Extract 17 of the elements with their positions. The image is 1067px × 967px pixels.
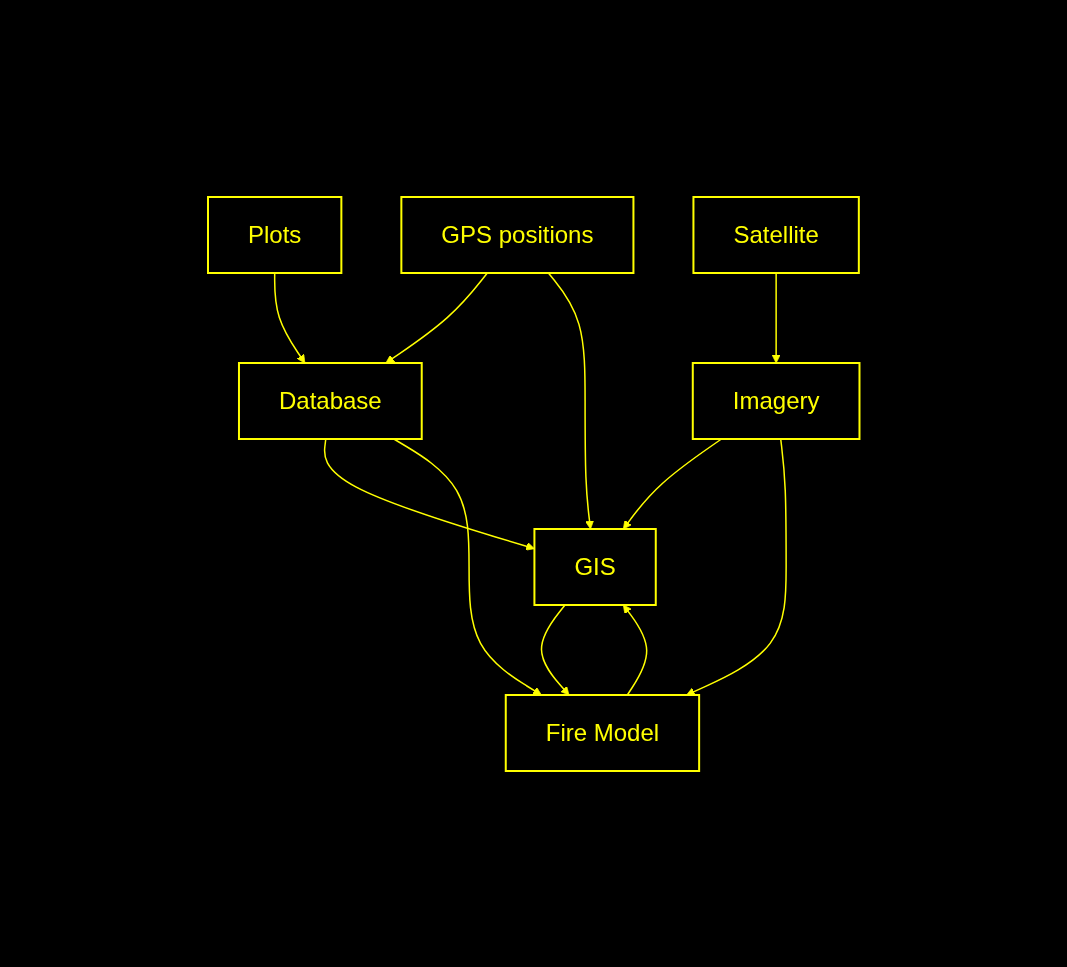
node-box: Imagery	[691, 361, 861, 440]
arrow	[685, 437, 787, 696]
node-box: Database	[237, 361, 423, 440]
arrow	[273, 271, 305, 363]
arrow	[622, 437, 722, 529]
arrow	[547, 271, 594, 529]
node-box: GPS positions	[400, 195, 635, 274]
arrow	[385, 271, 488, 363]
arrow	[771, 271, 781, 363]
arrow	[392, 437, 542, 695]
arrow	[622, 604, 648, 696]
arrow	[323, 437, 535, 551]
node-box: Fire Model	[504, 693, 700, 772]
node-box: GIS	[533, 527, 657, 606]
node-box: Satellite	[692, 195, 860, 274]
node-box: Plots	[206, 195, 343, 274]
arrow	[540, 603, 570, 695]
